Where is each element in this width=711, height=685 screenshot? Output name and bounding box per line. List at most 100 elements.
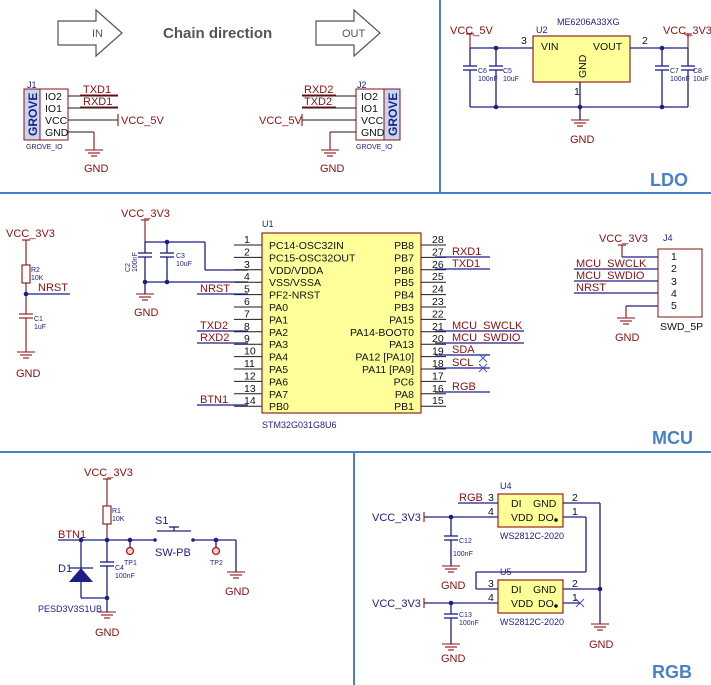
mcu-left-pin-num: 13 <box>244 383 256 395</box>
chain-direction-title: Chain direction <box>163 25 272 42</box>
ldo-c6-ref: C6 <box>478 68 487 75</box>
button-r1-ref: R1 <box>112 508 121 515</box>
swd-pin-2: 2 <box>671 263 677 275</box>
rgb-c12-ref: C12 <box>459 538 472 545</box>
button-vcc: VCC_3V3 <box>84 467 133 479</box>
swd-header: VCC_3V3 J4 1 2 3 4 5 MCU_SWCLK MCU_SWDIO… <box>574 233 703 344</box>
mcu-left-pin-num: 1 <box>244 234 250 246</box>
mcu-right-pin-num: 18 <box>432 358 444 370</box>
reset-c1-ref: C1 <box>34 316 43 323</box>
rgb-u5-di: DI <box>511 584 522 596</box>
mcu-right-pin-name: PA11 [PA9] <box>362 364 414 376</box>
mcu-right-pin-num: 22 <box>432 308 444 320</box>
mcu-net-txd1: TXD1 <box>452 258 480 270</box>
mcu-c3-ref: C3 <box>176 253 185 260</box>
rgb-u4: U4 DI VDD GND DO WS2812C-2020 3 4 2 1 RG… <box>372 481 578 592</box>
reset-r2-val: 10K <box>31 275 44 282</box>
j1-name: GROVE_IO <box>26 144 63 151</box>
ldo-vin: VIN <box>541 41 559 53</box>
swd-pin-3: 3 <box>671 276 677 288</box>
chain-out-label: OUT <box>342 28 366 40</box>
chain-in-arrow <box>57 8 123 58</box>
mcu-vcc: VCC_3V3 <box>121 208 170 220</box>
mcu-left-pin-num: 4 <box>244 271 250 283</box>
mcu-left-pin-name: PA5 <box>269 364 288 376</box>
mcu-right-pin-name: PB3 <box>394 302 414 314</box>
j1-pin-2: IO1 <box>45 103 62 115</box>
reset-circuit: VCC_3V3 R2 10K NRST C1 1uF GND <box>6 228 70 380</box>
mcu-right-pin-num: 17 <box>432 370 444 382</box>
ldo-out-net: VCC_3V3 <box>663 25 711 37</box>
swd-ref: J4 <box>663 233 673 243</box>
mcu-right-pin-name: PA13 <box>389 339 414 351</box>
j1-connector: J1 GROVE IO2 IO1 VCC GND GROVE_IO TXD1 R… <box>23 80 164 175</box>
mcu-left-pin-num: 14 <box>244 395 256 407</box>
rgb-gnd-label: GND <box>589 639 614 651</box>
mcu-net-swclk: MCU_SWCLK <box>452 320 523 332</box>
rgb-u5-part: WS2812C-2020 <box>500 617 564 627</box>
rgb-u5-chip <box>497 579 564 614</box>
ldo-pin-vout-num: 2 <box>642 35 648 47</box>
mcu-net-rxd2: RXD2 <box>200 332 229 344</box>
mcu-gnd: GND <box>134 307 159 319</box>
mcu-c2-val: 100nF <box>132 252 139 272</box>
mcu-left-pin-num: 8 <box>244 321 250 333</box>
mcu-right-pin-name: PB1 <box>394 401 414 413</box>
rgb-u5-pin-vdd: 4 <box>488 592 494 604</box>
mcu-left-pin-num: 6 <box>244 296 250 308</box>
mcu-right-pin-name: PB8 <box>394 240 414 252</box>
mcu-left-pin-name: PA2 <box>269 327 288 339</box>
rgb-u4-pin-do: 1 <box>572 506 578 518</box>
swd-pin-4: 4 <box>671 288 677 300</box>
rgb-u4-gnd-label: GND <box>441 580 466 592</box>
mcu-right-pin-num: 28 <box>432 234 444 246</box>
section-label-mcu: MCU <box>652 428 693 448</box>
j2-name: GROVE_IO <box>356 144 393 151</box>
mcu-decoupling: VCC_3V3 C2 100nF C3 10uF GND <box>121 208 248 319</box>
ldo-c8-val: 10uF <box>693 76 709 83</box>
mcu-right-pin-name: PA15 <box>389 314 414 326</box>
chain-out-arrow <box>315 8 381 58</box>
button-gnd-2: GND <box>225 586 250 598</box>
rgb-u4-chip <box>497 493 564 528</box>
mcu-right-pin-num: 26 <box>432 259 444 271</box>
j1-gnd-label: GND <box>84 163 109 175</box>
ldo-ref: U2 <box>536 25 548 35</box>
j2-pin-2: IO1 <box>361 103 378 115</box>
button-circuit: VCC_3V3 R1 10K BTN1 D1 PESD3V3S1UB C4 10… <box>38 467 250 639</box>
mcu-left-pin-name: PA0 <box>269 302 288 314</box>
rgb-c13-ref: C13 <box>459 612 472 619</box>
ldo-part: ME6206A33XG <box>557 17 620 27</box>
j2-pin-4: GND <box>361 127 385 139</box>
button-tp1-label: TP1 <box>124 560 137 567</box>
rgb-u4-pin-di: 3 <box>488 492 494 504</box>
j2-pin-1: IO2 <box>361 91 378 103</box>
reset-r2 <box>21 264 31 284</box>
j1-grove-label: GROVE <box>26 93 40 136</box>
chain-direction: IN Chain direction OUT <box>57 8 381 58</box>
rgb-u5-pin-di: 3 <box>488 578 494 590</box>
mcu-left-pin-name: PA1 <box>269 314 288 326</box>
mcu-right-pin-name: PA8 <box>395 389 414 401</box>
mcu-right-pin-num: 21 <box>432 321 444 333</box>
chain-in-label: IN <box>92 28 103 40</box>
reset-r2-ref: R2 <box>31 267 40 274</box>
mcu-right-pin-num: 24 <box>432 284 444 296</box>
rgb-u5-do: DO <box>538 598 554 610</box>
mcu-right-pin-num: 20 <box>432 333 444 345</box>
button-tp2-label: TP2 <box>210 560 223 567</box>
ldo-c7-ref: C7 <box>670 68 679 75</box>
rgb-u5-pin-gnd: 2 <box>572 578 578 590</box>
ldo-chip <box>532 35 631 83</box>
mcu-right-pin-name: PB4 <box>394 290 414 302</box>
mcu-left-pin-num: 2 <box>244 246 250 258</box>
ldo-regulator: VCC_5V VCC_3V3 U2 ME6206A33XG VIN VOUT G… <box>450 17 711 146</box>
j2-ref: J2 <box>357 80 367 90</box>
mcu-net-txd2: TXD2 <box>200 320 228 332</box>
rgb-u4-pin-gnd: 2 <box>572 492 578 504</box>
ldo-c8-ref: C8 <box>693 68 702 75</box>
mcu-left-pin-name: VSS/VSSA <box>269 277 321 289</box>
button-d1-part: PESD3V3S1UB <box>38 604 102 614</box>
swd-name: SWD_5P <box>660 321 703 333</box>
